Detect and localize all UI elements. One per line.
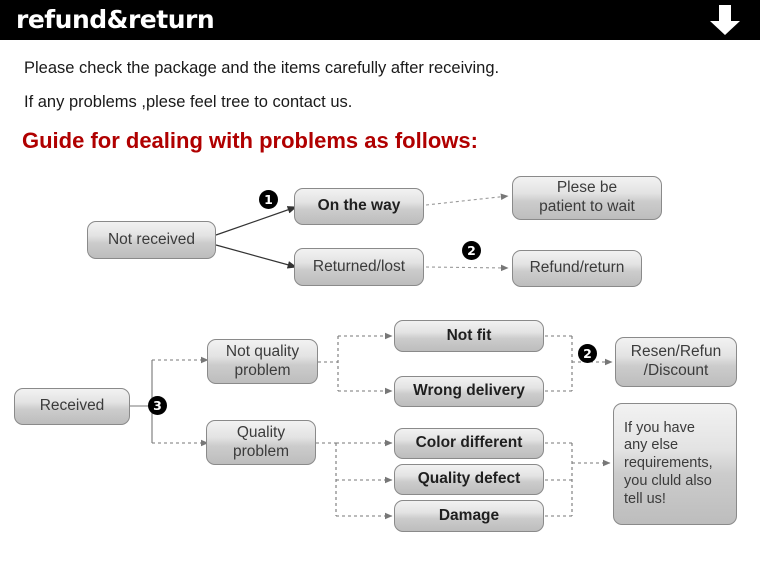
header-bar: refund&return [0,0,760,40]
node-damage-label: Damage [438,506,500,524]
marker-3-label: 3 [153,398,162,413]
node-please-be-patient-label: Plese be patient to wait [539,179,635,215]
node-quality-problem[interactable]: Quality problem [206,420,316,465]
node-received-label: Received [39,397,105,415]
node-not-received[interactable]: Not received [87,221,216,259]
node-resend-refund-discount[interactable]: Resen/Refun /Discount [615,337,737,387]
marker-1: 1 [259,190,278,209]
node-on-the-way[interactable]: On the way [294,188,424,225]
node-returned-lost[interactable]: Returned/lost [294,248,424,286]
node-not-fit[interactable]: Not fit [394,320,544,352]
node-quality-problem-label: Quality problem [233,423,289,460]
guide-title: Guide for dealing with problems as follo… [22,128,478,153]
marker-3: 3 [148,396,167,415]
node-else-requirements[interactable]: If you have any else requirements, you c… [613,403,737,525]
node-color-different[interactable]: Color different [394,428,544,459]
node-not-quality-problem-label: Not quality problem [225,342,300,379]
intro-line-1: Please check the package and the items c… [24,59,500,77]
marker-2-bottom-label: 2 [583,346,592,361]
node-returned-lost-label: Returned/lost [312,257,406,275]
node-quality-defect[interactable]: Quality defect [394,464,544,495]
node-on-the-way-label: On the way [317,197,401,215]
node-received[interactable]: Received [14,388,130,425]
node-not-received-label: Not received [107,230,195,248]
node-refund-return-label: Refund/return [529,259,625,277]
node-not-quality-problem[interactable]: Not quality problem [207,339,318,384]
page-title: refund&return [16,5,215,34]
node-else-requirements-label: If you have any else requirements, you c… [624,419,713,507]
marker-1-label: 1 [264,192,273,207]
node-not-fit-label: Not fit [446,326,492,344]
marker-2-bottom: 2 [578,344,597,363]
marker-2-top-label: 2 [467,243,476,258]
node-quality-defect-label: Quality defect [417,470,521,488]
intro-line-2: If any problems ,plese feel tree to cont… [24,93,353,111]
node-damage[interactable]: Damage [394,500,544,532]
node-color-different-label: Color different [415,434,523,452]
node-wrong-delivery-label: Wrong delivery [413,382,525,400]
down-arrow-icon [710,5,740,35]
marker-2-top: 2 [462,241,481,260]
node-wrong-delivery[interactable]: Wrong delivery [394,376,544,407]
node-please-be-patient[interactable]: Plese be patient to wait [512,176,662,220]
node-resend-refund-discount-label: Resen/Refun /Discount [630,343,722,379]
node-refund-return[interactable]: Refund/return [512,250,642,287]
